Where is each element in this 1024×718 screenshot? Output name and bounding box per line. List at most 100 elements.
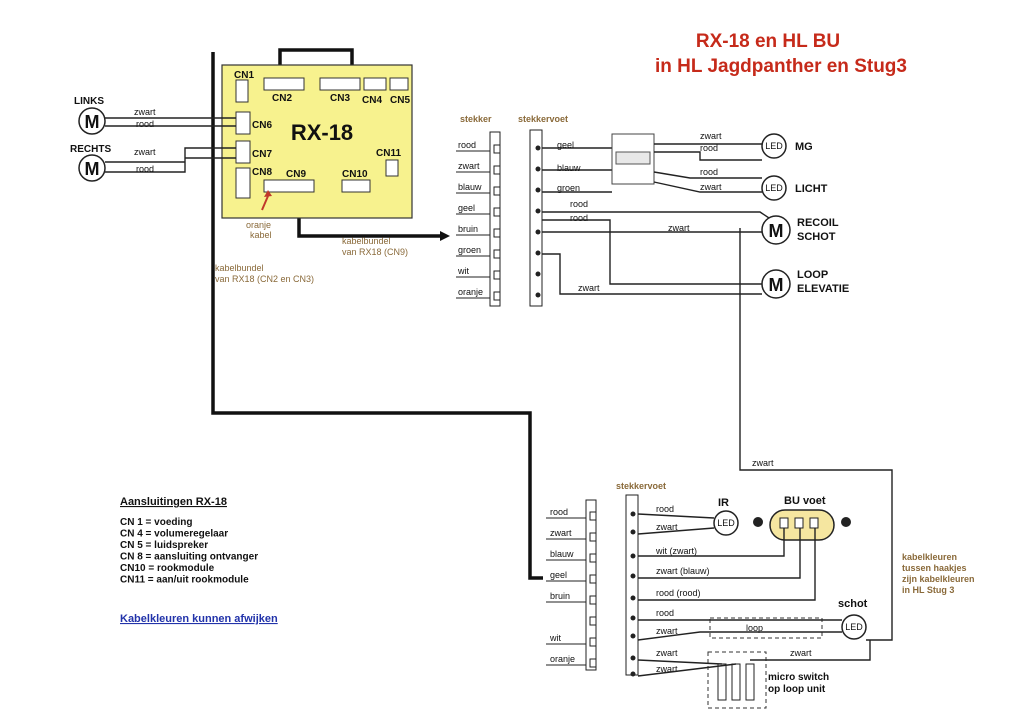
led-licht <box>761 175 787 201</box>
plug-bottom-label: blauw <box>550 549 574 559</box>
legend-item: CN 4 = volumeregelaar <box>120 529 228 540</box>
led-wires <box>653 143 762 193</box>
base-bottom-pin <box>630 633 636 639</box>
base-top-pin <box>535 271 541 277</box>
legend-item: CN11 = aan/uit rookmodule <box>120 575 249 586</box>
led-licht-label: LICHT <box>795 183 828 195</box>
licht-wire-bottom: zwart <box>700 182 722 192</box>
motor-rechts <box>78 154 106 182</box>
bundle-cn23-label-2: van RX18 (CN2 en CN3) <box>215 274 314 284</box>
plug-bottom-pin <box>589 532 597 542</box>
base-bottom-pin <box>630 573 636 579</box>
wire-groen: groen <box>557 183 580 193</box>
base-top-pin <box>535 229 541 235</box>
resistor <box>615 151 651 165</box>
micro-wire: zwart <box>790 648 812 658</box>
plug-bottom-pin <box>589 658 597 668</box>
loop-label-1: LOOP <box>797 269 828 281</box>
title-line-2: in HL Jagdpanther en Stug3 <box>655 56 907 77</box>
led-ir-label: IR <box>718 497 729 509</box>
base-bottom-pin <box>630 511 636 517</box>
plug-bottom-label: geel <box>550 570 567 580</box>
led-schot-symbol: LED <box>845 622 863 632</box>
led-mg <box>761 133 787 159</box>
base-bottom-label: zwart <box>656 648 678 658</box>
links-label: LINKS <box>74 96 104 107</box>
led-mg-label: MG <box>795 141 813 153</box>
stekkervoet-bottom <box>625 494 639 676</box>
base-bottom-pin <box>630 553 636 559</box>
cn5-connector <box>389 77 409 91</box>
motor-links <box>78 107 106 135</box>
cn6-connector <box>235 111 251 135</box>
led-schot <box>841 614 867 640</box>
base-top-pin <box>535 208 541 214</box>
ir-wires <box>637 513 715 535</box>
bu-wires <box>638 528 816 601</box>
base-top-pin <box>535 145 541 151</box>
colors-note-4: in HL Stug 3 <box>902 585 954 595</box>
plug-top-pin <box>493 249 501 259</box>
plug-bottom-label: zwart <box>550 528 572 538</box>
wire-geel: geel <box>557 140 574 150</box>
wire-rood-1: rood <box>570 199 588 209</box>
base-bottom-label: zwart <box>656 522 678 532</box>
cn9-connector <box>263 179 315 193</box>
cn1-label: CN1 <box>234 70 254 81</box>
bundle-cn2-cn3-route <box>211 52 543 580</box>
rechts-wire-top: zwart <box>134 147 156 157</box>
plug-bottom-pin <box>589 616 597 626</box>
wire-rood-2: rood <box>570 213 588 223</box>
plug-top-pin <box>493 144 501 154</box>
motor-recoil <box>761 215 791 245</box>
motor-wires <box>542 211 893 641</box>
legend-warning[interactable]: Kabelkleuren kunnen afwijken <box>120 613 278 625</box>
led-mg-symbol: LED <box>765 141 783 151</box>
base-bottom-pin <box>630 655 636 661</box>
recoil-wire: zwart <box>668 223 690 233</box>
colors-note-3: zijn kabelkleuren <box>902 574 975 584</box>
led-ir <box>713 510 739 536</box>
stekkervoet-label: stekkervoet <box>518 114 568 124</box>
legend-heading: Aansluitingen RX-18 <box>120 496 227 508</box>
base-bottom-label: zwart <box>656 626 678 636</box>
title-line-1: RX-18 en HL BU <box>696 31 840 52</box>
micro-label-2: op loop unit <box>768 684 826 695</box>
cn3-connector <box>319 77 361 91</box>
cn6-label: CN6 <box>252 120 272 131</box>
stekkervoet-top <box>529 129 543 307</box>
loop-label-2: ELEVATIE <box>797 283 849 295</box>
cn9-label: CN9 <box>286 169 306 180</box>
base-top-pin <box>535 166 541 172</box>
oranje-kabel-label-1: oranje <box>246 220 271 230</box>
legend-item: CN10 = rookmodule <box>120 563 215 574</box>
plug-top-label: wit <box>457 266 469 276</box>
base-bottom-pin <box>630 615 636 621</box>
bundle-cn23-label-1: kabelbundel <box>215 263 264 273</box>
base-bottom-pin <box>630 671 636 677</box>
rechts-wires <box>105 147 236 173</box>
stekker-top <box>489 131 501 307</box>
recoil-label-2: SCHOT <box>797 231 836 243</box>
plug-top-label: blauw <box>458 182 482 192</box>
bundle-cn9-label-2: van RX18 (CN9) <box>342 247 408 257</box>
mg-wire-top: zwart <box>700 131 722 141</box>
cn3-label: CN3 <box>330 93 350 104</box>
plug-top-pin <box>493 270 501 280</box>
cn8-label: CN8 <box>252 167 272 178</box>
plug-bottom-label: wit <box>549 633 561 643</box>
plug-top-pin <box>493 186 501 196</box>
cn2-connector <box>263 77 305 91</box>
cn11-connector <box>385 159 399 177</box>
motor-rechts-symbol: M <box>85 159 100 179</box>
cn7-connector <box>235 140 251 164</box>
cn4-label: CN4 <box>362 95 382 106</box>
base-bottom-pin <box>630 595 636 601</box>
mg-wire-bottom: rood <box>700 143 718 153</box>
base-bottom-label: wit (zwart) <box>655 546 697 556</box>
base-top-pin <box>535 187 541 193</box>
cn2-label: CN2 <box>272 93 292 104</box>
led-licht-symbol: LED <box>765 183 783 193</box>
top-base-wires-1 <box>542 147 612 193</box>
links-wire-top: zwart <box>134 107 156 117</box>
